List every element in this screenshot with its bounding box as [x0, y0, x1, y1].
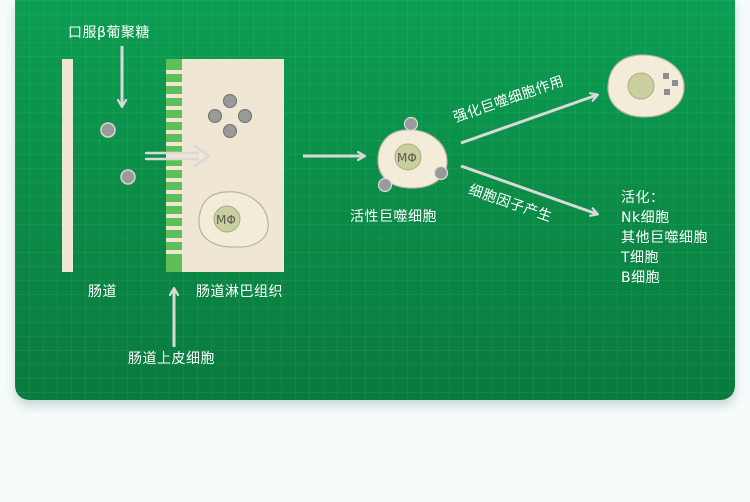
label-epithelial-cells: 肠道上皮细胞 [128, 351, 215, 367]
activation-item: Nk细胞 [621, 210, 670, 226]
arrow-transport-open [144, 144, 211, 168]
arrow-cytokine [460, 164, 597, 214]
epithelium-stripes [166, 70, 182, 254]
activation-item: B细胞 [621, 270, 661, 286]
label-active-macrophage: 活性巨噬细胞 [350, 209, 437, 225]
activation-item: 其他巨噬细胞 [621, 230, 708, 246]
activation-item: T细胞 [621, 250, 660, 266]
intestine-wall [62, 59, 73, 272]
label-intestine: 肠道 [88, 284, 117, 300]
enhanced-macrophage-cell [607, 54, 685, 118]
glucan-particle [120, 169, 136, 185]
glucan-particle [100, 122, 116, 138]
macrophage-symbol: MΦ [397, 151, 417, 165]
macrophage-symbol: MΦ [216, 213, 236, 227]
activation-title: 活化： [621, 190, 665, 206]
arrow-enhance [460, 95, 597, 145]
active-macrophage-cell: MΦ [377, 116, 449, 193]
label-oral-glucan: 口服β葡聚糖 [68, 25, 150, 41]
macrophage-in-tissue: MΦ [198, 191, 269, 248]
activation-list: 活化： Nk细胞 其他巨噬细胞 T细胞 B细胞 [621, 188, 708, 288]
label-gut-lymphoid-tissue: 肠道淋巴组织 [196, 284, 283, 300]
epithelium-strip [166, 59, 182, 272]
particle-cluster [208, 94, 252, 138]
